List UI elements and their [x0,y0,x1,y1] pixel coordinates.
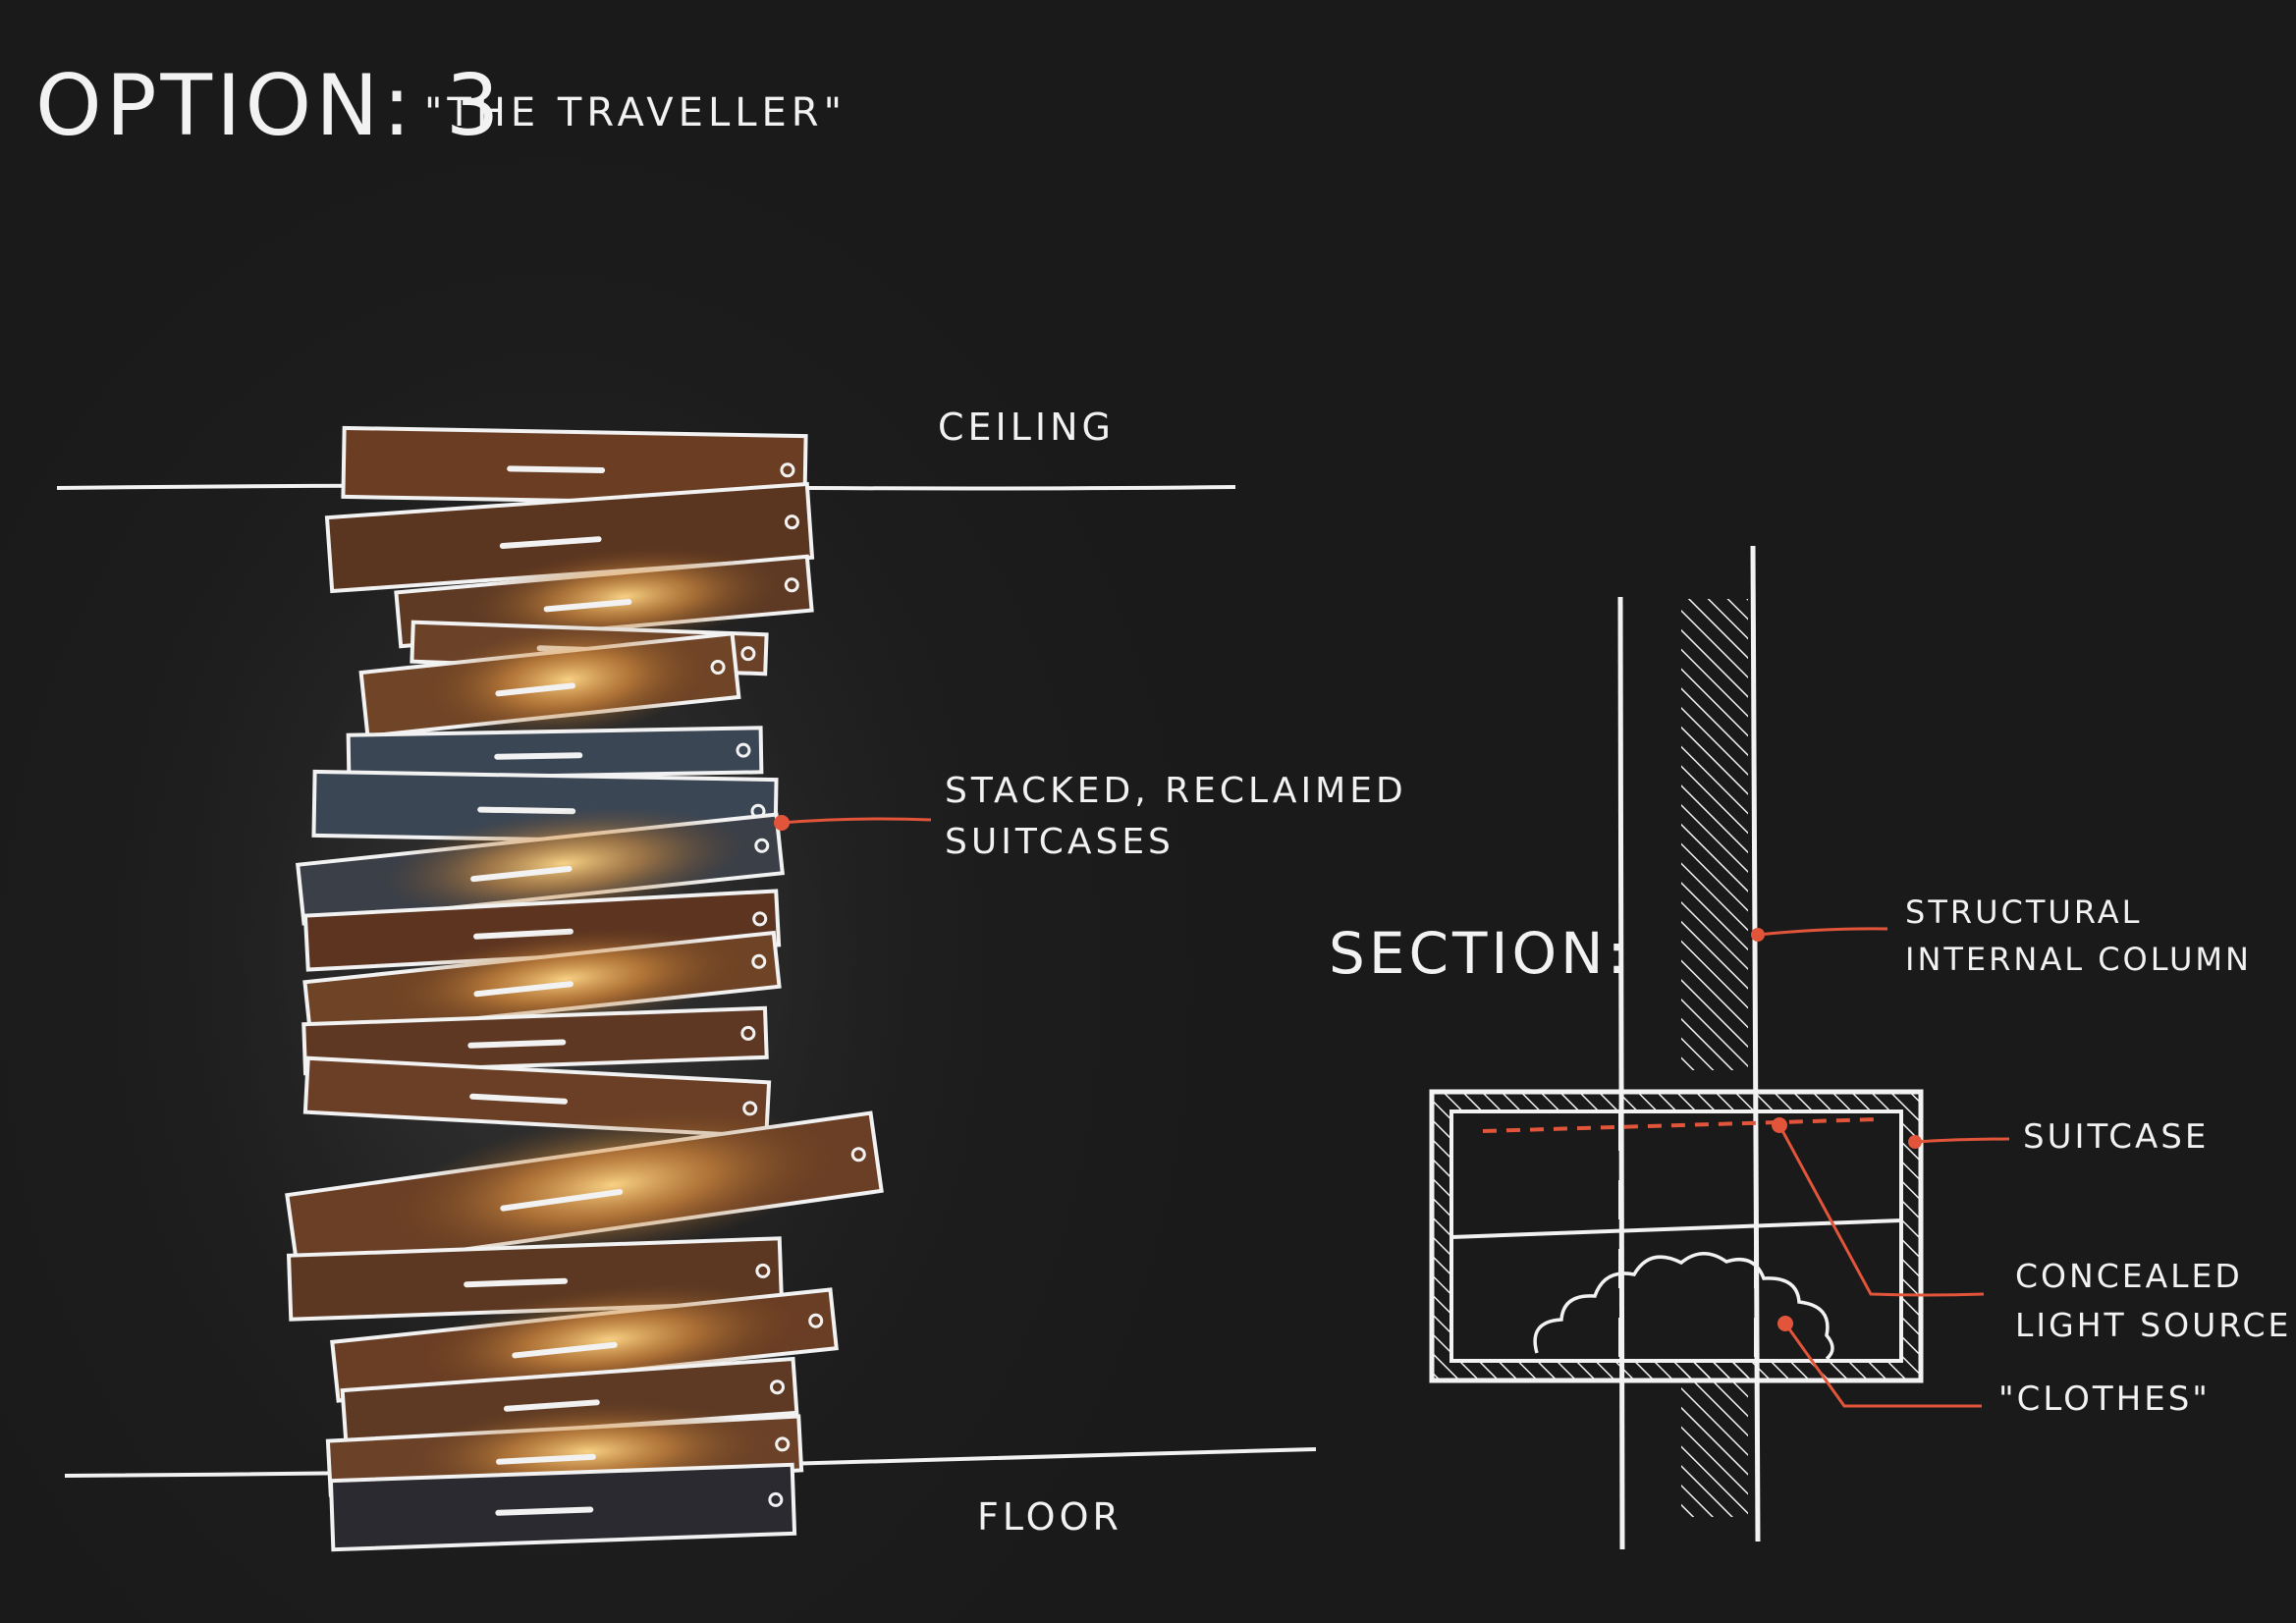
column-label-line-1: STRUCTURAL [1905,893,2143,931]
ceiling-label: CEILING [938,406,1115,449]
suitcase-18 [328,1462,797,1552]
suitcase-stack [285,425,884,1552]
column-hatch [1681,599,1748,1517]
light-source-label-line-2: LIGHT SOURCE [2015,1306,2292,1344]
floor-label: FLOOR [977,1495,1122,1539]
suitcase-label: SUITCASE [2023,1117,2210,1157]
suitcase-8 [296,807,785,926]
light-source-label: CONCEALED LIGHT SOURCE [2015,1252,2291,1350]
suitcase-10 [302,927,782,1039]
light-source-label-line-1: CONCEALED [2015,1257,2243,1295]
suitcases-label-line-2: SUITCASES [945,822,1175,862]
suitcase-13 [285,1108,884,1275]
clothes-label: "CLOTHES" [1998,1380,2211,1419]
stack-leader [774,815,932,831]
section-drawing [1429,545,2010,1550]
option-title: OPTION: 3 [35,57,504,155]
suitcase-11 [301,1005,769,1076]
suitcases-label-line-1: STACKED, RECLAIMED [945,771,1407,811]
section-heading: SECTION: [1329,920,1631,987]
column-label-line-2: INTERNAL COLUMN [1905,941,2252,978]
suitcases-label: STACKED, RECLAIMED SUITCASES [945,766,1407,868]
option-subtitle: "THE TRAVELLER" [424,90,847,135]
column-label: STRUCTURAL INTERNAL COLUMN [1905,889,2252,983]
suitcase-5 [358,621,741,739]
